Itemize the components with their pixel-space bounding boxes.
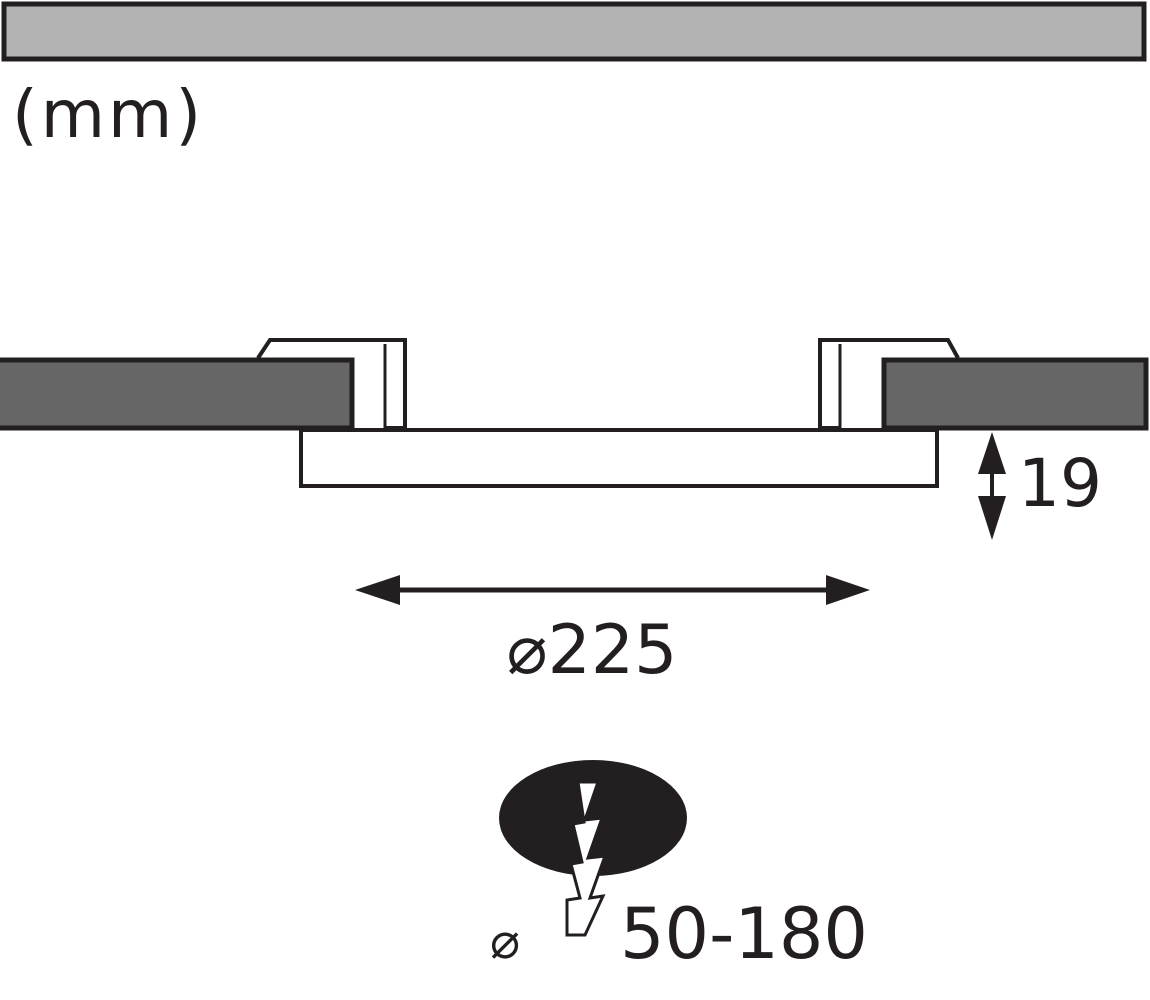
ceiling-block-right (881, 357, 1149, 431)
ceiling-board-icon (1, 1, 1147, 62)
light-panel (299, 428, 939, 488)
cutout-range-label: 50-180 (620, 893, 868, 975)
height-label: 19 (1018, 445, 1102, 522)
drill-hole-icon (499, 760, 687, 937)
double-arrow-horizontal-icon (355, 575, 870, 605)
diameter-label: ⌀225 (507, 611, 678, 690)
ceiling-block-left (0, 357, 355, 431)
cutout-symbol: ⌀ (490, 912, 520, 970)
double-arrow-vertical-icon (978, 432, 1006, 540)
units-label: (mm) (12, 76, 204, 153)
